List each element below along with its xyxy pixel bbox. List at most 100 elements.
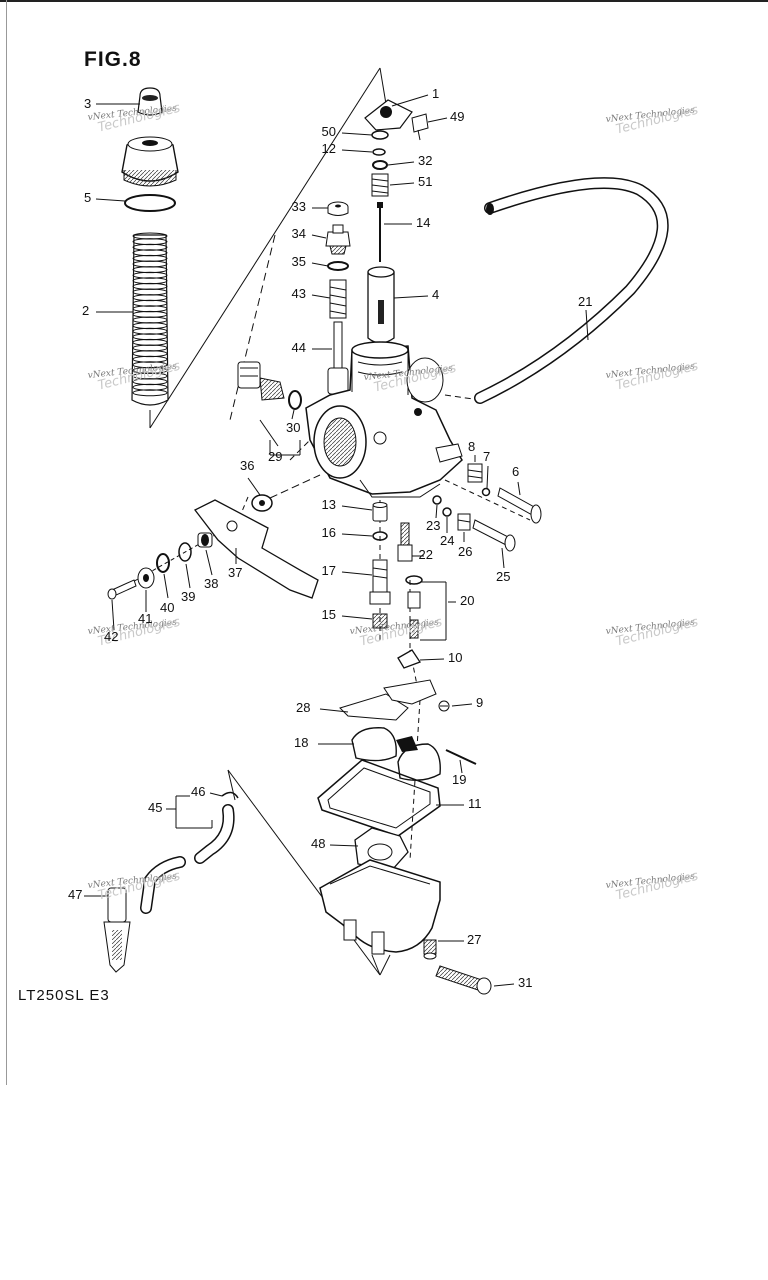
leader-line bbox=[111, 599, 115, 631]
leader-line bbox=[387, 161, 415, 166]
part-22-pilot-jet bbox=[397, 522, 413, 562]
callout-number: 45 bbox=[148, 800, 162, 815]
part-31-plug bbox=[435, 965, 492, 995]
part-42-screw bbox=[107, 579, 137, 600]
callout-leader-lines bbox=[84, 94, 589, 987]
callout-number: 51 bbox=[418, 174, 432, 189]
callout-number: 46 bbox=[191, 784, 205, 799]
part-21-vent-hose bbox=[474, 177, 669, 404]
callout-number: 29 bbox=[268, 449, 282, 464]
leader-line bbox=[341, 615, 373, 620]
callout-number: 5 bbox=[84, 190, 91, 205]
callout-number: 7 bbox=[483, 449, 490, 464]
callout-number: 36 bbox=[240, 458, 254, 473]
leader-line bbox=[427, 117, 448, 123]
part-30-o-ring bbox=[288, 390, 302, 410]
callout-number: 31 bbox=[518, 975, 532, 990]
part-18-float bbox=[351, 727, 441, 781]
callout-number: 37 bbox=[228, 565, 242, 580]
callout-number: 33 bbox=[292, 199, 306, 214]
figure-title: FIG.8 bbox=[84, 48, 142, 71]
callout-number: 39 bbox=[181, 589, 195, 604]
part-36-washer bbox=[251, 494, 273, 512]
part-15-main-jet bbox=[372, 613, 388, 629]
leader-line bbox=[393, 295, 429, 299]
leader-line bbox=[341, 132, 373, 136]
callout-number: 10 bbox=[448, 650, 462, 665]
part-32-ring bbox=[372, 160, 388, 170]
callout-number: 24 bbox=[440, 533, 454, 548]
callout-number: 22 bbox=[419, 547, 433, 562]
part-16-o-ring bbox=[372, 531, 388, 541]
leader-line bbox=[291, 409, 295, 420]
leader-line bbox=[501, 547, 505, 569]
part-14-jet-needle bbox=[377, 202, 383, 262]
part-24-ring bbox=[442, 507, 452, 517]
callout-number: 21 bbox=[578, 294, 592, 309]
callout-number: 27 bbox=[467, 932, 481, 947]
part-3-cap bbox=[137, 87, 163, 116]
callout-number: 48 bbox=[311, 836, 325, 851]
callout-number: 11 bbox=[468, 796, 482, 811]
part-25-throttle-stop-screw bbox=[472, 519, 516, 552]
callout-number: 34 bbox=[292, 226, 306, 241]
leader-line bbox=[389, 182, 415, 186]
part-35-o-ring bbox=[327, 261, 349, 271]
leader-line bbox=[341, 505, 373, 511]
part-13-needle-jet bbox=[372, 502, 388, 522]
callout-number: 12 bbox=[322, 141, 336, 156]
callout-number: 35 bbox=[292, 254, 306, 269]
callout-number: 9 bbox=[476, 695, 483, 710]
leader-line bbox=[163, 573, 169, 599]
leader-line bbox=[451, 703, 473, 707]
part-41-spacer bbox=[137, 567, 155, 589]
callout-number: 16 bbox=[322, 525, 336, 540]
part-26-spring bbox=[457, 513, 471, 531]
leader-line bbox=[486, 465, 489, 489]
part-7-washer bbox=[481, 487, 491, 497]
part-33-cap bbox=[327, 201, 349, 216]
leader-line bbox=[391, 94, 429, 107]
part-44-starter-plunger bbox=[327, 321, 349, 395]
callout-number: 30 bbox=[286, 420, 300, 435]
leader-line bbox=[435, 504, 438, 519]
part-46-clamp bbox=[221, 791, 239, 799]
part-12-clip bbox=[372, 148, 386, 156]
leader-line bbox=[95, 198, 126, 202]
part-8-spring bbox=[467, 463, 483, 483]
leader-line bbox=[209, 792, 223, 797]
callout-number: 43 bbox=[292, 286, 306, 301]
callout-number: 42 bbox=[104, 629, 118, 644]
callout-number: 13 bbox=[322, 497, 336, 512]
part-37-bracket bbox=[194, 499, 319, 599]
part-10-clip bbox=[397, 649, 421, 669]
callout-number: 41 bbox=[138, 611, 152, 626]
callout-number: 49 bbox=[450, 109, 464, 124]
carburetor-body bbox=[305, 341, 463, 498]
part-4-throttle-valve bbox=[367, 266, 395, 344]
watermark-ghost-text: Technologies bbox=[614, 615, 699, 650]
leader-line bbox=[459, 759, 463, 774]
part-50-washer bbox=[371, 130, 389, 140]
callout-number: 14 bbox=[416, 215, 430, 230]
part-11-float-chamber-gasket bbox=[317, 759, 441, 837]
watermark-ghost-text: Technologies bbox=[96, 869, 181, 904]
callout-number: 32 bbox=[418, 153, 432, 168]
leader-line bbox=[311, 234, 327, 239]
callout-number: 40 bbox=[160, 600, 174, 615]
part-5-o-ring bbox=[124, 194, 176, 212]
callout-number: 26 bbox=[458, 544, 472, 559]
part-28-float-arm-plate bbox=[339, 679, 437, 721]
callout-number: 25 bbox=[496, 569, 510, 584]
leader-line bbox=[247, 477, 261, 496]
leader-line bbox=[341, 149, 373, 153]
part-2-boot bbox=[131, 232, 169, 406]
callout-number: 38 bbox=[204, 576, 218, 591]
part-43-spring bbox=[329, 279, 347, 319]
part-29-starter-assembly bbox=[237, 361, 285, 401]
float-chamber bbox=[319, 859, 441, 955]
